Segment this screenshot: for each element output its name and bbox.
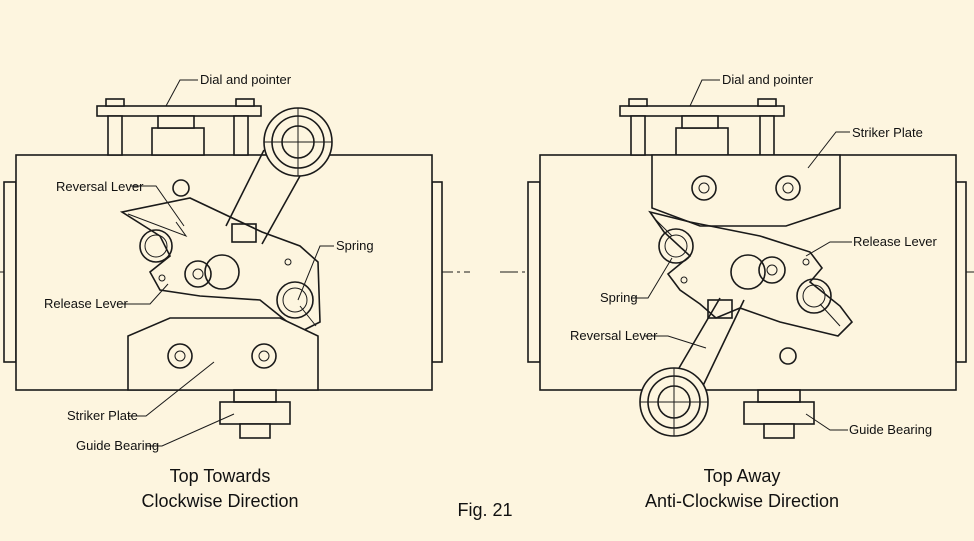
left-guide-bearing [219, 401, 291, 425]
right-label-guide: Guide Bearing [849, 422, 932, 437]
left-striker-leader [128, 361, 215, 417]
right-label-striker: Striker Plate [852, 125, 923, 140]
left-guide-leader [146, 413, 235, 447]
right-roller-arm [671, 297, 745, 393]
left-label-striker: Striker Plate [67, 408, 138, 423]
left-stop-block [231, 223, 257, 243]
left-dial-plate [96, 105, 262, 117]
right-label-dial: Dial and pointer [722, 72, 814, 87]
left-dial-leader [165, 79, 198, 107]
left-pivot [184, 260, 212, 288]
left-post-2 [233, 115, 249, 156]
right-reversal-leader [644, 335, 707, 349]
right-label-release: Release Lever [853, 234, 937, 249]
left-release-leader [117, 283, 169, 305]
right-dial-leader [689, 79, 720, 107]
left-actuator-drawing [0, 98, 470, 439]
left-label-reversal: Reversal Lever [56, 179, 144, 194]
left-caption-line2: Clockwise Direction [141, 491, 298, 511]
right-dial-plate [619, 105, 785, 117]
left-label-dial: Dial and pointer [200, 72, 292, 87]
left-striker-plate [127, 317, 319, 391]
left-label-guide: Guide Bearing [76, 438, 159, 453]
left-caption-line1: Top Towards [170, 466, 271, 486]
right-label-reversal: Reversal Lever [570, 328, 658, 343]
right-spring-leader [632, 257, 673, 299]
right-striker-leader [807, 131, 850, 169]
left-label-release: Release Lever [44, 296, 128, 311]
right-striker-plate [651, 154, 841, 227]
right-caption-line1: Top Away [704, 466, 781, 486]
right-end-cap-right [955, 181, 967, 363]
right-label-spring: Spring [600, 290, 638, 305]
right-guide-bearing [743, 401, 815, 425]
right-spring-2 [796, 278, 832, 314]
left-reversal-slot [127, 213, 188, 238]
left-body-hole [172, 179, 190, 197]
right-release-leader [805, 241, 852, 257]
right-central-shaft [730, 254, 766, 290]
right-body-hole [779, 347, 797, 365]
figure-caption: Fig. 21 [457, 500, 512, 520]
left-end-cap-left [3, 181, 17, 363]
left-central-shaft [204, 254, 240, 290]
right-lever-assembly [648, 210, 854, 337]
left-label-spring: Spring [336, 238, 374, 253]
right-guide-leader [805, 413, 848, 431]
left-post-cap-2 [235, 98, 255, 107]
right-pivot [758, 256, 786, 284]
left-reversal-leader [131, 185, 185, 227]
left-roller-arm [225, 149, 301, 245]
left-spring-2 [276, 281, 314, 319]
left-spring-leader [297, 245, 334, 301]
right-caption-line2: Anti-Clockwise Direction [645, 491, 839, 511]
left-dial-hub [157, 115, 195, 129]
left-leaders [117, 79, 334, 447]
right-spring-1 [658, 228, 694, 264]
left-end-cap-right [431, 181, 443, 363]
left-spring-1 [139, 229, 173, 263]
left-post-1 [107, 115, 123, 156]
left-shaft-block [151, 127, 205, 156]
right-actuator-drawing [500, 98, 974, 439]
left-post-cap-1 [105, 98, 125, 107]
right-end-cap-left [527, 181, 541, 363]
right-leaders [632, 79, 852, 431]
